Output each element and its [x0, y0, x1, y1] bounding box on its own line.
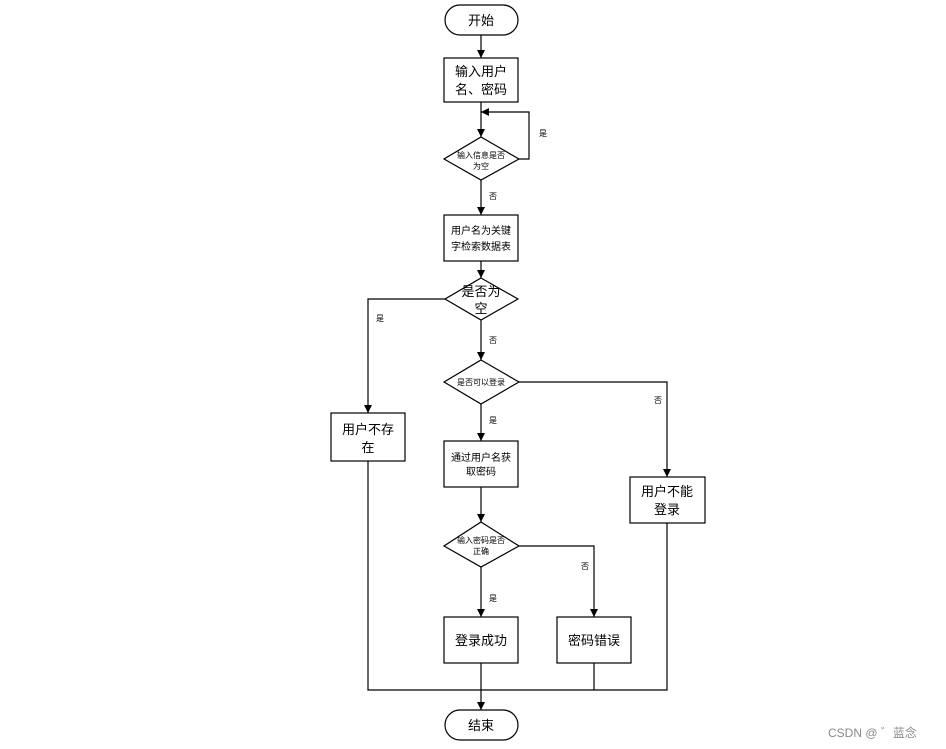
password-correct-label-2: 正确	[473, 546, 489, 556]
edge-notexist-merge	[367, 461, 668, 691]
watermark: CSDN @ ゛蓝念	[828, 726, 917, 740]
can-login-label: 是否可以登录	[457, 377, 505, 387]
edge-canlogin-no	[519, 381, 671, 477]
search-label-1: 用户名为关键	[451, 224, 511, 237]
start-terminator	[444, 4, 519, 36]
password-wrong-label: 密码错误	[568, 633, 620, 649]
password-correct-decision	[442, 521, 521, 568]
edge-label-loop-yes: 是	[539, 129, 547, 138]
can-login-decision	[442, 359, 521, 405]
result-empty-decision	[443, 277, 520, 321]
check-empty-label-1: 输入信息是否	[457, 150, 505, 160]
end-terminator	[444, 709, 519, 741]
user-not-exist-label-1: 用户不存	[342, 422, 394, 438]
edge-label-canlogin-no: 否	[654, 396, 662, 405]
user-not-exist-process	[330, 412, 406, 462]
cannot-login-label-2: 登录	[654, 503, 680, 518]
get-password-label-1: 通过用户名获	[451, 451, 511, 464]
edge-label-canlogin-yes: 是	[489, 416, 497, 425]
login-success-process	[443, 616, 519, 664]
edge-label-result-no: 否	[489, 336, 497, 345]
edge-loop-yes	[481, 108, 530, 160]
check-empty-label-2: 为空	[473, 161, 489, 171]
edge-label-password-no: 否	[581, 562, 589, 571]
edge-password-no	[519, 545, 598, 617]
password-wrong-process	[556, 616, 632, 664]
input-process	[443, 57, 519, 103]
get-password-process	[443, 440, 519, 488]
input-label-1: 输入用户	[455, 64, 507, 80]
get-password-label-2: 取密码	[466, 465, 496, 478]
result-empty-label-2: 空	[474, 302, 487, 317]
cannot-login-process	[629, 476, 706, 524]
search-label-2: 字检索数据表	[451, 240, 511, 253]
edge-label-result-yes: 是	[376, 314, 384, 323]
search-process	[443, 214, 519, 262]
cannot-login-label-1: 用户不能	[641, 484, 693, 500]
result-empty-label-1: 是否为	[461, 285, 500, 300]
password-correct-label-1: 输入密码是否	[457, 535, 505, 545]
check-empty-decision	[442, 136, 521, 181]
start-label: 开始	[468, 14, 494, 29]
edge-result-yes	[364, 298, 445, 413]
user-not-exist-label-2: 在	[361, 441, 374, 456]
input-label-2: 名、密码	[455, 82, 507, 98]
edge-label-password-yes: 是	[489, 594, 497, 603]
edge-label-check-no: 否	[489, 192, 497, 201]
login-success-label: 登录成功	[455, 634, 507, 649]
end-label: 结束	[468, 719, 494, 734]
